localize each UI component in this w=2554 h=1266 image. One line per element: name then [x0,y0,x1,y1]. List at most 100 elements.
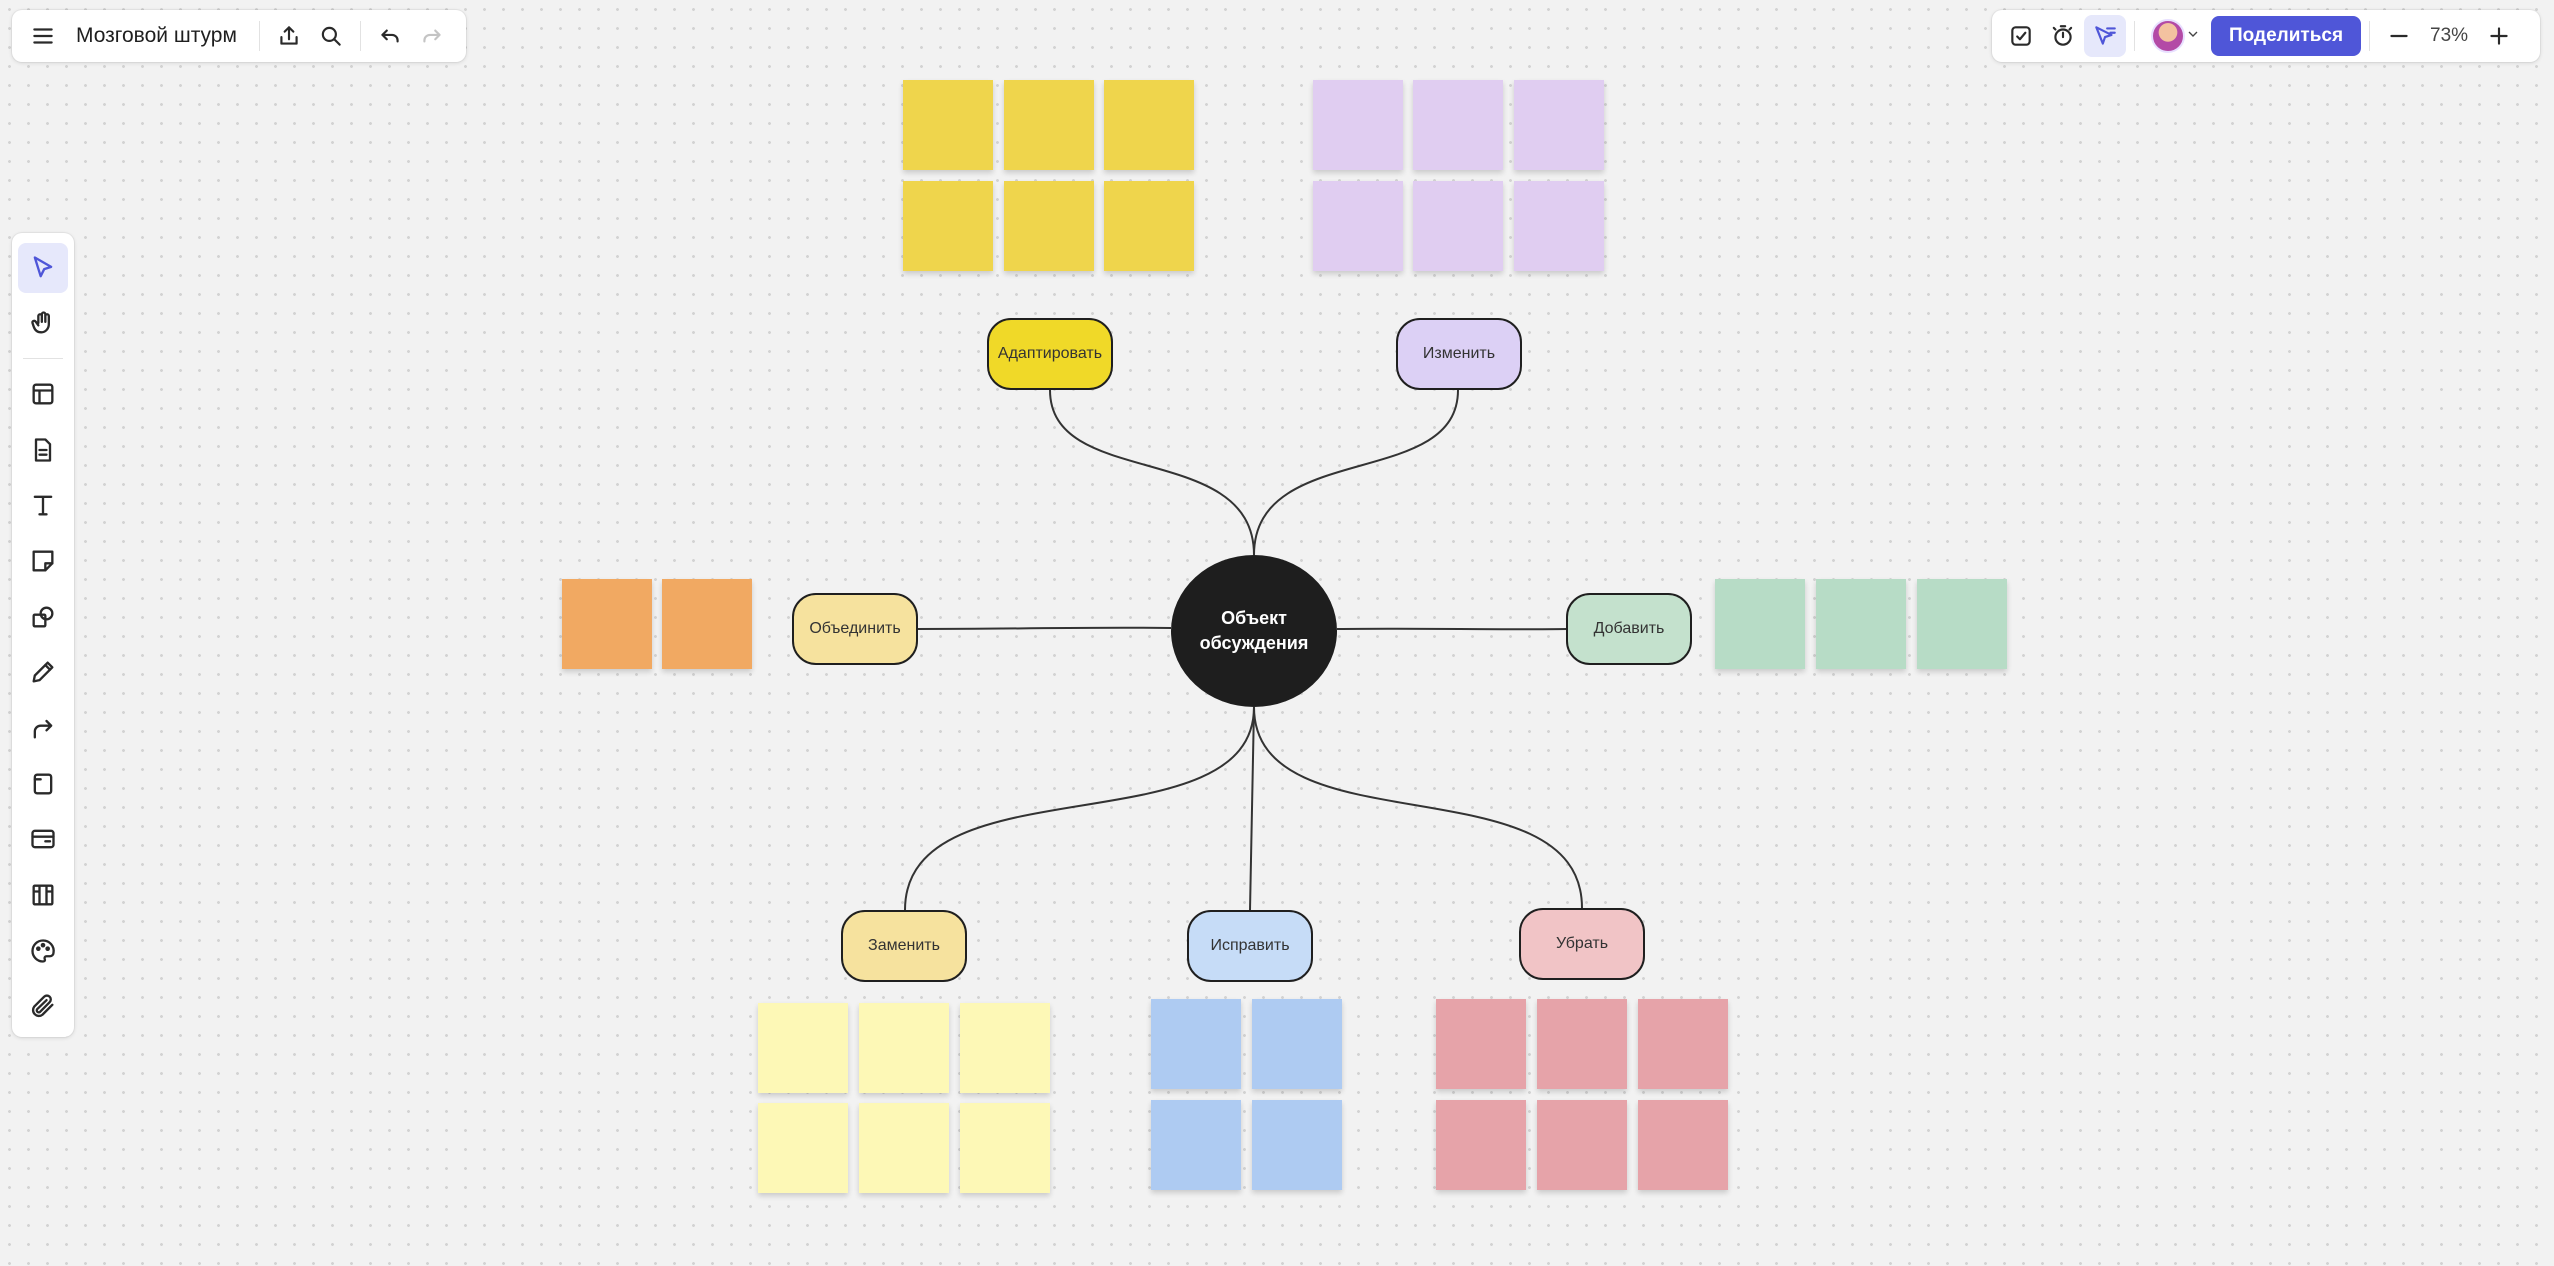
embed-tool[interactable] [18,814,68,864]
node-add[interactable]: Добавить [1566,593,1692,665]
frame-tool[interactable] [18,369,68,419]
card-tool[interactable] [18,759,68,809]
center-node-label: Объект обсуждения [1199,608,1309,653]
sticky-note[interactable] [1537,1100,1627,1190]
sticky-note[interactable] [662,579,752,669]
sticky-note[interactable] [1436,999,1526,1089]
shapes-icon [32,606,54,628]
text-tool[interactable] [18,481,68,531]
timer-button[interactable] [2042,15,2084,57]
sticky-note[interactable] [1252,999,1342,1089]
sticky-note[interactable] [1537,999,1627,1089]
sticky-note[interactable] [758,1103,848,1193]
undo-icon [381,29,399,43]
connector-change[interactable] [1253,389,1459,556]
sticky-note[interactable] [859,1003,949,1093]
node-label: Объединить [809,620,901,637]
divider [2134,21,2135,51]
sticky-note[interactable] [960,1103,1050,1193]
sticky-note[interactable] [1313,181,1403,271]
menu-button[interactable] [22,15,64,57]
sticky-note-icon [32,550,54,572]
sticky-note[interactable] [1638,999,1728,1089]
sticky-note[interactable] [1638,1100,1728,1190]
card-icon [33,773,53,795]
attachment-tool[interactable] [18,981,68,1031]
sticky-note[interactable] [960,1003,1050,1093]
node-change[interactable]: Изменить [1396,318,1522,390]
node-label: Добавить [1593,620,1665,637]
sticky-note-tool[interactable] [18,536,68,586]
sticky-note[interactable] [1715,579,1805,669]
sticky-note[interactable] [1313,80,1403,170]
board-title[interactable]: Мозговой штурм [76,24,237,47]
sticky-note[interactable] [758,1003,848,1093]
sticky-note[interactable] [1436,1100,1526,1190]
timer-icon [2052,25,2073,46]
sticky-note[interactable] [1104,80,1194,170]
connector-tool[interactable] [18,703,68,753]
sticky-note[interactable] [1514,80,1604,170]
center-node[interactable]: Объект обсуждения [1171,555,1337,707]
redo-button[interactable] [411,15,453,57]
sticky-note[interactable] [1413,80,1503,170]
minus-icon [2390,34,2408,38]
sticky-note[interactable] [1413,181,1503,271]
zoom-level[interactable]: 73% [2430,25,2469,46]
export-button[interactable] [268,15,310,57]
sticky-note[interactable] [1514,181,1604,271]
kanban-tool[interactable] [18,870,68,920]
search-button[interactable] [310,15,352,57]
document-tool[interactable] [18,425,68,475]
node-remove[interactable]: Убрать [1519,908,1645,980]
sticky-note[interactable] [1104,181,1194,271]
connector-fix[interactable] [1249,706,1255,911]
sticky-note[interactable] [562,579,652,669]
pen-tool[interactable] [18,647,68,697]
select-icon [33,256,53,278]
node-replace[interactable]: Заменить [841,910,967,982]
pen-icon [32,661,54,683]
connector-combine[interactable] [916,626,1172,630]
node-label: Исправить [1210,937,1290,954]
sticky-note[interactable] [1151,999,1241,1089]
node-adapt[interactable]: Адаптировать [987,318,1113,390]
zoom-out-button[interactable] [2378,15,2420,57]
checklist-button[interactable] [2000,15,2042,57]
sticky-note[interactable] [1816,579,1906,669]
zoom-in-button[interactable] [2478,15,2520,57]
top-right-toolbar: Поделиться 73% [1992,10,2540,62]
sticky-note[interactable] [1004,80,1094,170]
undo-button[interactable] [369,15,411,57]
connector-add[interactable] [1336,627,1568,631]
sticky-note[interactable] [1151,1100,1241,1190]
plus-icon [2490,27,2508,45]
connector-remove[interactable] [1253,706,1583,909]
sticky-note[interactable] [859,1103,949,1193]
palette-icon [31,938,55,963]
share-button[interactable]: Поделиться [2211,16,2362,56]
follow-cursor-button[interactable] [2084,15,2126,57]
shapes-tool[interactable] [18,592,68,642]
user-menu[interactable] [2151,19,2201,53]
select-tool[interactable] [18,243,68,293]
node-combine[interactable]: Объединить [792,593,918,665]
upload-icon [280,26,298,45]
attachment-icon [31,994,54,1018]
stickers-tool[interactable] [18,926,68,976]
left-toolbar [12,233,74,1037]
sticky-note[interactable] [903,181,993,271]
hand-icon [31,311,50,334]
sticky-note[interactable] [1917,579,2007,669]
sticky-note[interactable] [903,80,993,170]
connector-adapt[interactable] [1049,389,1255,556]
sticky-note[interactable] [1004,181,1094,271]
top-left-toolbar: Мозговой штурм [12,10,466,62]
chevron-down-icon [2185,26,2201,47]
connector-replace[interactable] [904,706,1255,911]
hand-tool[interactable] [18,299,68,349]
node-fix[interactable]: Исправить [1187,910,1313,982]
sticky-note[interactable] [1252,1100,1342,1190]
